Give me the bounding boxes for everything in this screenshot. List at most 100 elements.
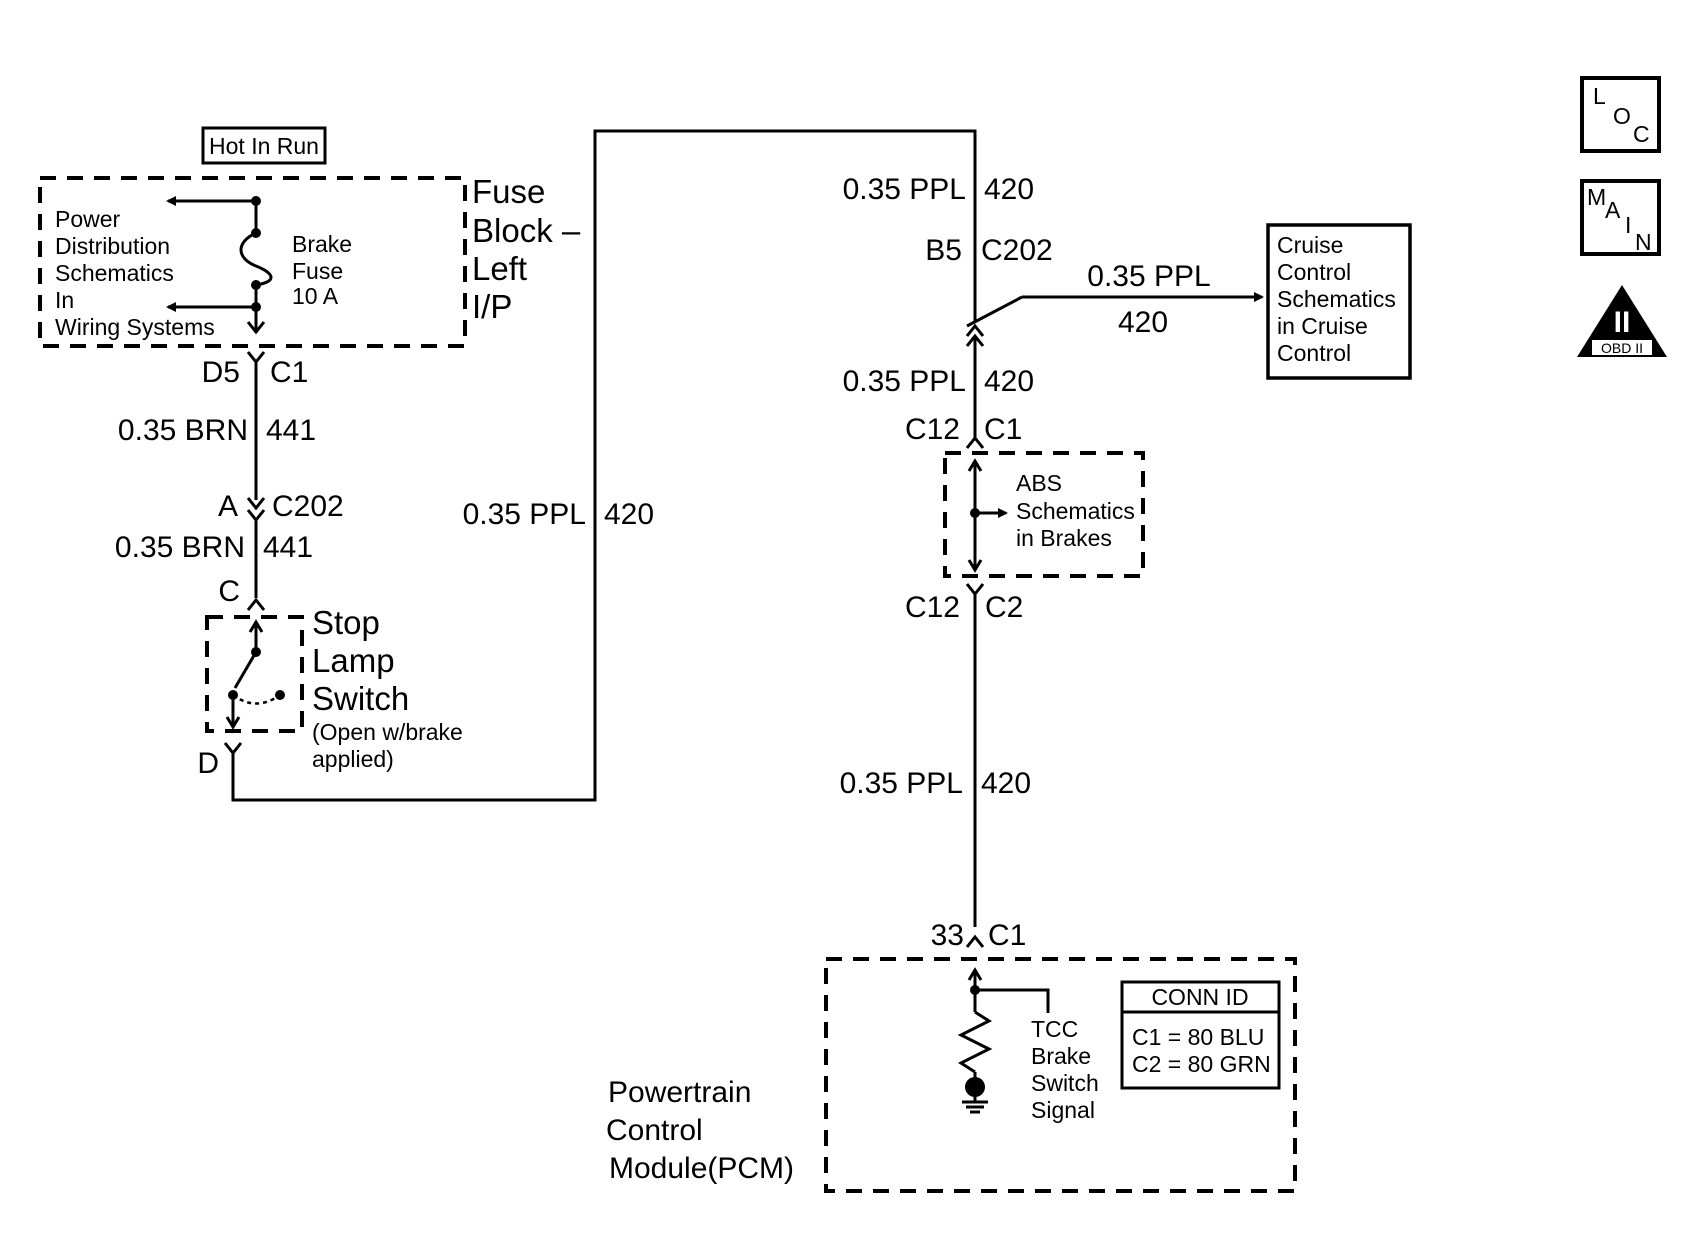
svg-text:441: 441 — [263, 531, 313, 564]
svg-text:420: 420 — [1118, 306, 1168, 339]
wire-label-ppl-420-mid: 0.35 PPL 420 — [843, 365, 1035, 398]
svg-text:D: D — [197, 747, 219, 780]
cruise-control-box[interactable]: Cruise Control Schematics in Cruise Cont… — [1266, 223, 1412, 380]
wire-label-ppl-420-top: 0.35 PPL 420 — [843, 173, 1035, 206]
connector-c12-c2: C12 C2 — [905, 583, 1023, 927]
svg-text:C2: C2 — [985, 591, 1023, 624]
svg-text:Distribution: Distribution — [55, 233, 170, 259]
connector-c: C — [218, 575, 266, 611]
svg-text:C: C — [218, 575, 240, 608]
svg-text:II: II — [1614, 306, 1631, 339]
svg-text:Left: Left — [472, 250, 527, 287]
svg-text:Switch: Switch — [1031, 1070, 1099, 1096]
svg-text:33: 33 — [931, 919, 964, 952]
svg-text:Power: Power — [55, 206, 121, 232]
svg-text:L: L — [1593, 83, 1606, 109]
svg-text:420: 420 — [984, 365, 1034, 398]
wire-label-ppl-420-cruise: 0.35 PPL 420 — [1087, 260, 1210, 339]
svg-text:I/P: I/P — [472, 288, 512, 325]
svg-text:A: A — [218, 490, 238, 523]
svg-text:Fuse: Fuse — [292, 258, 343, 284]
connector-33-c1: 33 C1 — [931, 919, 1027, 952]
svg-text:0.35 PPL: 0.35 PPL — [840, 767, 963, 800]
svg-text:Control: Control — [606, 1114, 703, 1147]
svg-text:C12: C12 — [905, 413, 960, 446]
svg-text:C202: C202 — [981, 234, 1053, 267]
svg-text:Lamp: Lamp — [312, 642, 395, 679]
svg-text:420: 420 — [984, 173, 1034, 206]
connector-a-c202: A C202 — [218, 490, 344, 598]
svg-text:Schematics: Schematics — [1016, 498, 1135, 524]
tcc-brake-switch-input — [957, 967, 1050, 1114]
svg-text:in Cruise: in Cruise — [1277, 313, 1368, 339]
stop-lamp-switch-boundary — [205, 615, 304, 733]
svg-text:Brake: Brake — [292, 231, 352, 257]
loc-icon[interactable]: L O C — [1580, 76, 1661, 153]
svg-text:N: N — [1635, 229, 1652, 255]
bus-junction-dot — [251, 302, 261, 312]
svg-text:CONN ID: CONN ID — [1151, 984, 1248, 1010]
svg-text:420: 420 — [981, 767, 1031, 800]
connector-b5-c202: B5 C202 — [925, 234, 1052, 267]
svg-text:Block –: Block – — [472, 212, 581, 249]
svg-text:(Open w/brake: (Open w/brake — [312, 719, 463, 745]
svg-text:0.35 PPL: 0.35 PPL — [843, 173, 966, 206]
wire-label-brn-441-lower: 0.35 BRN 441 — [115, 531, 313, 564]
svg-text:C1 = 80 BLU: C1 = 80 BLU — [1132, 1024, 1264, 1050]
hot-in-run-box: Hot In Run — [201, 126, 327, 165]
svg-text:ABS: ABS — [1016, 470, 1062, 496]
svg-text:Control: Control — [1277, 259, 1351, 285]
svg-text:0.35 PPL: 0.35 PPL — [463, 498, 586, 531]
main-icon[interactable]: M A I N — [1580, 179, 1661, 256]
svg-text:C: C — [1633, 121, 1650, 147]
svg-text:Schematics: Schematics — [1277, 286, 1396, 312]
svg-text:10 A: 10 A — [292, 283, 339, 309]
svg-text:0.35 PPL: 0.35 PPL — [843, 365, 966, 398]
svg-text:A: A — [1605, 197, 1621, 223]
stop-lamp-switch-symbol — [225, 619, 285, 730]
svg-text:C1: C1 — [984, 413, 1022, 446]
fuse-block-label: Fuse Block – Left I/P — [472, 173, 581, 325]
svg-text:Wiring Systems: Wiring Systems — [55, 314, 215, 340]
hot-in-run-label: Hot In Run — [209, 133, 319, 159]
abs-label: ABS Schematics in Brakes — [1016, 470, 1135, 551]
abs-boundary — [943, 451, 1145, 578]
wire-label-ppl-420-left: 0.35 PPL 420 — [463, 498, 655, 531]
svg-text:C12: C12 — [905, 591, 960, 624]
svg-text:I: I — [1625, 212, 1631, 238]
svg-text:O: O — [1613, 103, 1631, 129]
conn-id-table: CONN ID C1 = 80 BLU C2 = 80 GRN — [1120, 980, 1281, 1090]
obd-ii-icon[interactable]: II OBD II — [1577, 285, 1667, 357]
svg-text:Stop: Stop — [312, 604, 380, 641]
svg-text:OBD II: OBD II — [1601, 340, 1643, 356]
svg-text:Schematics: Schematics — [55, 260, 174, 286]
power-distribution-label: Power Distribution Schematics In Wiring … — [55, 206, 215, 340]
brake-fuse-label: Brake Fuse 10 A — [292, 231, 352, 309]
fuse-output-arrow — [246, 321, 266, 335]
svg-text:TCC: TCC — [1031, 1016, 1078, 1042]
svg-text:C2 = 80 GRN: C2 = 80 GRN — [1132, 1051, 1271, 1077]
stop-lamp-switch-label: Stop Lamp Switch (Open w/brake applied) — [312, 604, 463, 772]
svg-text:420: 420 — [604, 498, 654, 531]
svg-text:B5: B5 — [925, 234, 962, 267]
svg-text:Signal: Signal — [1031, 1097, 1095, 1123]
svg-text:Brake: Brake — [1031, 1043, 1091, 1069]
svg-text:C1: C1 — [270, 356, 308, 389]
svg-text:D5: D5 — [202, 356, 240, 389]
svg-text:Switch: Switch — [312, 680, 409, 717]
svg-text:Powertrain: Powertrain — [608, 1076, 751, 1109]
wire-ppl-420-loop — [231, 129, 977, 802]
svg-text:0.35 BRN: 0.35 BRN — [118, 414, 248, 447]
svg-text:0.35 BRN: 0.35 BRN — [115, 531, 245, 564]
abs-bus — [967, 458, 1008, 573]
svg-text:Control: Control — [1277, 340, 1351, 366]
connector-d5-c1: D5 C1 — [202, 351, 308, 500]
svg-text:in Brakes: in Brakes — [1016, 525, 1112, 551]
wire-label-ppl-420-bottom: 0.35 PPL 420 — [840, 767, 1032, 800]
svg-text:Cruise: Cruise — [1277, 232, 1343, 258]
pcm-label: Powertrain Control Module(PCM) — [606, 1076, 794, 1185]
svg-text:In: In — [55, 287, 74, 313]
svg-text:applied): applied) — [312, 746, 394, 772]
wire-label-brn-441-upper: 0.35 BRN 441 — [118, 414, 316, 447]
